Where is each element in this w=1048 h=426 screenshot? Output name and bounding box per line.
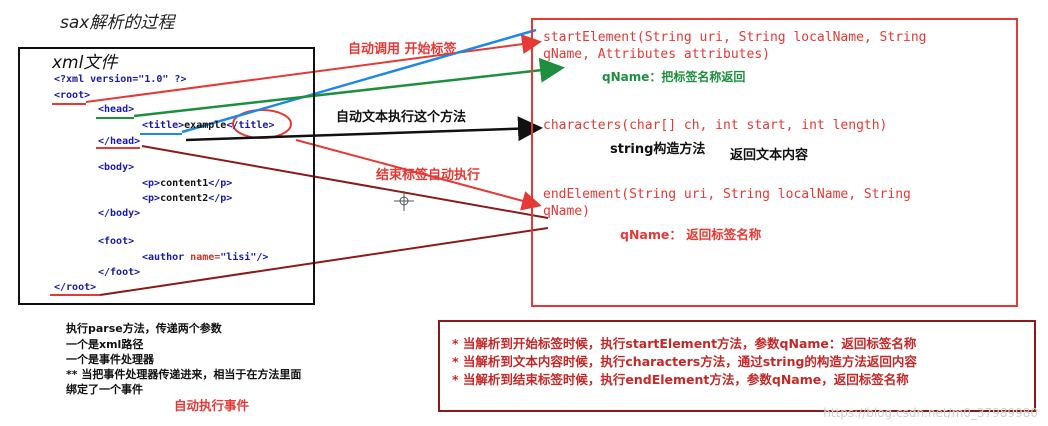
auto-event-label: 自动执行事件 bbox=[174, 398, 250, 413]
summary-note-characters: * 当解析到文本内容时候，执行characters方法，通过string的构造方… bbox=[452, 354, 917, 369]
xml-file-label: xml文件 bbox=[52, 53, 118, 73]
parse-note-4: ** 当把事件处理器传递进来，相当于在方法里面 bbox=[66, 368, 302, 381]
xml-root-close-line: </root> bbox=[54, 282, 96, 293]
xml-body-close: </body> bbox=[98, 208, 141, 219]
xml-foot-close-line: </foot> bbox=[98, 267, 140, 278]
parse-note-2: 一个是xml路径 bbox=[66, 338, 144, 351]
xml-p2-open: <p> bbox=[142, 193, 161, 204]
parse-note-1: 执行parse方法，传递两个参数 bbox=[66, 322, 222, 335]
start-element-signature-2: qName, Attributes attributes) bbox=[543, 47, 770, 62]
crosshair-cursor-icon bbox=[394, 191, 414, 211]
start-element-signature-1: startElement(String uri, String localNam… bbox=[543, 30, 927, 45]
xml-foot-open-line: <foot> bbox=[98, 236, 134, 247]
arrow-head-qname bbox=[133, 57, 565, 118]
arrow-text-characters bbox=[185, 116, 543, 142]
summary-notes-box bbox=[438, 320, 1036, 412]
end-element-signature-1: endElement(String uri, String localName,… bbox=[543, 187, 911, 202]
xml-body-close-line: </body> bbox=[98, 208, 140, 219]
end-tag-auto-label: 结束标签自动执行 bbox=[376, 168, 481, 183]
string-constructor-note: string构造方法 bbox=[610, 142, 706, 157]
xml-title-text: example bbox=[184, 120, 227, 131]
arrow-title-start bbox=[181, 28, 537, 134]
xml-root-open-line: <root> bbox=[54, 90, 90, 101]
xml-file-box bbox=[18, 47, 315, 305]
sax-handler-methods-box bbox=[531, 18, 1018, 307]
xml-author-attr: name= bbox=[190, 252, 221, 263]
xml-p1-open: <p> bbox=[142, 178, 161, 189]
return-text-note: 返回文本内容 bbox=[730, 148, 809, 163]
xml-root-close: </root> bbox=[54, 282, 97, 293]
xml-p2-line: <p>content2</p> bbox=[142, 193, 232, 204]
xml-title-line: <title>example</title> bbox=[142, 120, 274, 131]
xml-author-tag: <author bbox=[142, 252, 191, 263]
parse-note-3: 一个是事件处理器 bbox=[66, 353, 154, 366]
arrow-root-end bbox=[99, 227, 549, 296]
summary-note-start: * 当解析到开始标签时候，执行startElement方法，参数qName：返回… bbox=[452, 336, 917, 351]
xml-author-end: /> bbox=[256, 252, 269, 263]
xml-author-value: "lisi" bbox=[220, 252, 257, 263]
xml-head-open: <head> bbox=[98, 104, 135, 115]
xml-p1-close: </p> bbox=[208, 178, 233, 189]
diagram-title: sax解析的过程 bbox=[60, 13, 175, 33]
parse-note-5: 绑定了一个事件 bbox=[66, 383, 143, 396]
xml-foot-open: <foot> bbox=[98, 236, 135, 247]
auto-call-open-label: 自动调用 开始标签 bbox=[348, 42, 457, 57]
xml-p2-text: content2 bbox=[160, 193, 209, 204]
xml-title-open: <title> bbox=[142, 120, 185, 131]
start-element-qname-note: qName：把标签名称返回 bbox=[602, 70, 746, 84]
xml-root-open: <root> bbox=[54, 90, 91, 101]
xml-p1-text: content1 bbox=[160, 178, 209, 189]
xml-body-open: <body> bbox=[98, 162, 135, 173]
xml-body-open-line: <body> bbox=[98, 162, 134, 173]
xml-p1-line: <p>content1</p> bbox=[142, 178, 232, 189]
characters-signature: characters(char[] ch, int start, int len… bbox=[543, 118, 888, 133]
summary-note-end: * 当解析到结束标签时候，执行endElement方法，参数qName，返回标签… bbox=[452, 372, 909, 387]
xml-title-close: </title> bbox=[226, 120, 275, 131]
xml-decl-value: "1.0" bbox=[138, 74, 169, 85]
xml-decl-end: ?> bbox=[168, 74, 187, 85]
xml-p2-close: </p> bbox=[208, 193, 233, 204]
xml-head-open-line: <head> bbox=[98, 104, 134, 115]
xml-author-line: <author name="lisi"/> bbox=[142, 252, 268, 263]
auto-text-method-label: 自动文本执行这个方法 bbox=[336, 110, 467, 125]
arrow-title-end bbox=[295, 139, 542, 211]
arrow-head-end bbox=[141, 145, 549, 219]
xml-head-close: </head> bbox=[98, 136, 141, 147]
end-element-signature-2: qName) bbox=[543, 204, 590, 219]
xml-decl-tag: <?xml version= bbox=[54, 74, 139, 85]
xml-declaration-line: <?xml version="1.0" ?> bbox=[54, 74, 186, 85]
xml-foot-close: </foot> bbox=[98, 267, 141, 278]
watermark-text: https://blog.csdn.net/m0_37989980 bbox=[823, 406, 1038, 420]
end-element-qname-note: qName： 返回标签名称 bbox=[620, 227, 762, 242]
xml-head-close-line: </head> bbox=[98, 136, 140, 147]
